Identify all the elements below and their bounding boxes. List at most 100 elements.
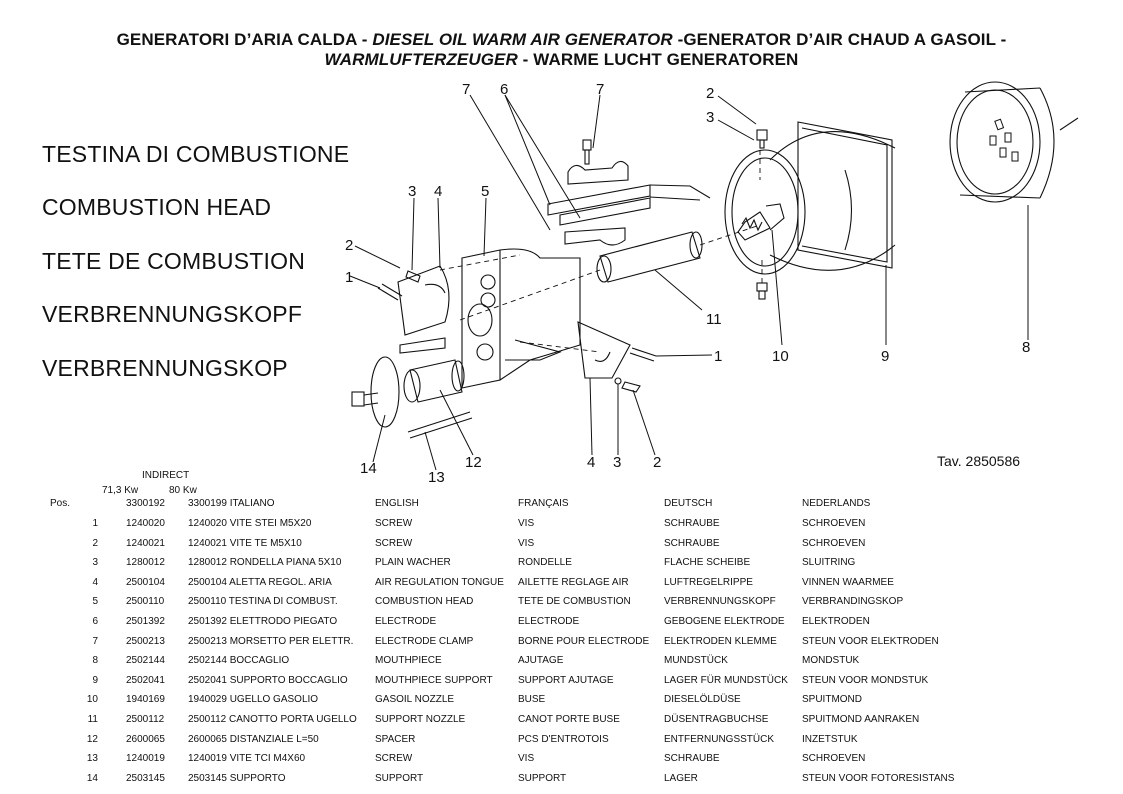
cell-en: SUPPORT NOZZLE [375,714,466,725]
title-german: WARMLUFTERZEUGER [324,50,518,69]
cell-nl: SPUITMOND [802,694,862,706]
spacer-part [403,359,465,403]
cell-a: 2503145 [126,772,165,784]
cell-fr: ELECTRODE [518,616,580,627]
cell-b: 2500112 CANOTTO PORTA UGELLO [188,714,357,725]
cell-a: 1240019 [126,753,165,765]
cell-en: SCREW [375,753,413,765]
callout-2-left: 2 [345,237,353,254]
nozzle-part [737,129,785,300]
heading-english: COMBUSTION HEAD [42,194,272,220]
cell-nl: SLUITRING [802,557,856,569]
cell-b: 2500110 TESTINA DI COMBUST. [188,596,338,608]
callout-14: 14 [360,460,377,477]
cell-a: 1240021 [126,537,165,549]
cell-nl: SCHROEVEN [802,753,866,765]
cell-b: 1240021 VITE TE M5X10 [188,537,302,549]
cell-fr: SUPPORT AJUTAGE [518,674,614,686]
callout-2-bottom: 2 [653,454,661,471]
cell-b: 2600065 DISTANZIALE L=50 [188,733,319,745]
exploded-diagram: 7 6 7 2 3 3 4 5 2 1 11 1 10 9 8 14 13 12… [345,81,1079,486]
axis-lines [439,150,763,353]
cell-n: 9 [92,674,98,686]
cell-b: 1240019 VITE TCI M4X60 [188,753,306,765]
callout-10: 10 [772,348,789,365]
cell-de: SCHRAUBE [664,753,720,765]
cell-b: 1280012 RONDELLA PIANA 5X10 [188,557,342,569]
cell-de: MUNDSTÜCK [664,655,728,667]
cell-n: 2 [92,537,98,549]
cell-en: SCREW [375,537,413,549]
cell-a: 1280012 [126,557,165,569]
callout-8: 8 [1022,339,1030,356]
callout-12: 12 [465,454,482,471]
cell-a: 2500110 [126,596,165,608]
cell-en: COMBUSTION HEAD [375,596,474,608]
cell-a: 2501392 [126,616,165,627]
support-nozzle-part [596,231,703,283]
support-part [351,356,400,428]
cell-n: 14 [86,772,98,784]
cell-b: 2502041 SUPPORTO BOCCAGLIO [188,674,348,686]
cell-a: 2600065 [126,733,165,745]
cell-de: DIESELÖLDÜSE [664,694,741,706]
cell-de: ENTFERNUNGSSTÜCK [664,733,775,745]
callout-1-right: 1 [714,348,722,365]
cell-b: 1940029 UGELLO GASOLIO [188,694,319,706]
callout-7a: 7 [462,81,470,98]
cell-n: 8 [92,655,98,667]
cell-n: 6 [92,616,98,627]
cell-fr: CANOT PORTE BUSE [518,714,620,725]
cell-en: MOUTHPIECE [375,655,442,667]
combustion-head-part [461,248,581,389]
cell-a: 1240020 [126,518,165,529]
cell-de: LAGER [664,772,698,784]
header-french: FRANÇAIS [518,498,569,509]
cell-de: ELEKTRODEN KLEMME [664,635,777,647]
cell-en: ELECTRODE CLAMP [375,635,474,647]
title-italian: GENERATORI D’ARIA CALDA - [116,30,373,49]
cell-fr: BUSE [518,694,546,706]
cell-n: 3 [92,557,98,569]
cell-en: ELECTRODE [375,616,437,627]
cell-nl: ELEKTRODEN [802,616,870,627]
cell-b: 1240020 VITE STEI M5X20 [188,518,312,529]
cell-nl: VINNEN WAARMEE [802,576,894,588]
cell-en: MOUTHPIECE SUPPORT [375,674,493,686]
callout-3-top: 3 [706,109,714,126]
cell-en: SCREW [375,518,413,529]
leader-lines [349,94,1029,471]
cell-nl: STEUN VOOR ELEKTRODEN [802,635,939,647]
callout-6: 6 [500,81,508,98]
cell-de: SCHRAUBE [664,537,720,549]
title-french: -GENERATOR D’AIR CHAUD A GASOIL - [672,30,1007,49]
cell-fr: PCS D'ENTROTOIS [518,733,609,745]
cell-a: 2500213 [126,635,165,647]
indirect-label: INDIRECT [142,470,190,481]
cell-a: 2502041 [126,674,165,686]
cell-n: 7 [92,635,98,647]
cell-fr: AJUTAGE [518,655,564,667]
callout-2-top: 2 [706,85,714,102]
cell-n: 11 [87,714,98,725]
cell-nl: VERBRANDINGSKOP [802,596,904,608]
callout-4-bottom: 4 [587,454,595,471]
cell-de: VERBRENNUNGSKOPF [664,596,776,608]
cell-b: 2501392 ELETTRODO PIEGATO [188,616,338,627]
title-line-1: GENERATORI D’ARIA CALDA - DIESEL OIL WAR… [0,30,1123,50]
header-german: DEUTSCH [664,498,713,509]
power-80-label: 80 Kw [169,485,197,496]
cell-fr: VIS [518,537,535,549]
cell-n: 13 [86,753,98,765]
cell-de: LAGER FÜR MUNDSTÜCK [664,674,788,686]
cell-n: 5 [92,596,98,608]
callout-13: 13 [428,469,445,486]
cell-en: SPACER [375,733,416,745]
callout-11: 11 [706,311,722,328]
cell-de: FLACHE SCHEIBE [664,557,751,569]
callout-7b: 7 [596,81,604,98]
screws-part [377,270,657,439]
title-line-2: WARMLUFTERZEUGER - WARME LUCHT GENERATOR… [0,50,1123,70]
cell-a: 2500104 [126,576,165,588]
cell-b: 2500104 ALETTA REGOL. ARIA [188,576,332,588]
